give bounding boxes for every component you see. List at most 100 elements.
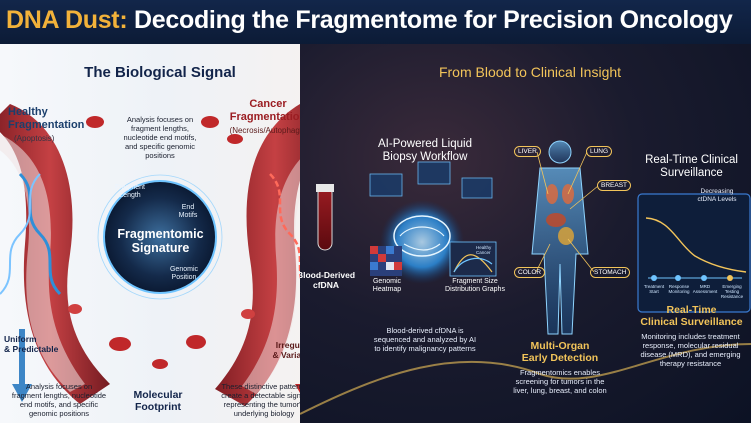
fragment-length-label: Fragment Length [105, 184, 155, 200]
timeline-line: Treatment [643, 284, 665, 289]
circle-label-line: Genomic [169, 266, 198, 273]
distinctive-line: representing the tumor's [223, 400, 305, 409]
irregular-line: & Variable [272, 350, 314, 360]
human-body-figure [531, 140, 589, 335]
title-prefix: DNA Dust: [6, 6, 128, 34]
vessel-illustration [0, 104, 325, 406]
workflow-desc-line: to identify malignancy patterns [374, 344, 476, 353]
multi-organ-description: Fragmentomics enables screening for tumo… [500, 368, 620, 395]
heatmap-label-line: Heatmap [372, 286, 402, 293]
ai-title-line: Biopsy Workflow [382, 151, 468, 163]
rt-title2-line: Clinical Surveillance [640, 316, 743, 328]
distinctive-text: These distinctive patterns create a dete… [205, 382, 323, 418]
irregular-line: Irregular [275, 340, 311, 350]
workflow-description: Blood-derived cfDNA is sequenced and ana… [340, 326, 510, 353]
rt-title-line: Surveillance [660, 167, 723, 179]
workflow-illustration [300, 140, 751, 415]
cancer-vessel-inner [242, 139, 325, 394]
distinctive-line: These distinctive patterns [221, 382, 307, 391]
clinical-insight-heading: From Blood to Clinical Insight [438, 64, 622, 80]
decreasing-ctdna-label: Decreasing ctDNA Levels [684, 188, 750, 204]
timeline-emerging-resistance: Emerging Testing Resistance [716, 284, 748, 299]
uniform-line: Uniform [4, 334, 37, 344]
heatmap-label: Genomic Heatmap [364, 278, 410, 294]
circle-label-line: End [181, 204, 195, 211]
decreasing-line: Decreasing [700, 188, 734, 195]
rt-surveillance-description: Monitoring includes treatment response, … [630, 332, 751, 368]
timeline-treatment-start: Treatment Start [640, 284, 668, 294]
timeline-line: Emerging [722, 284, 742, 289]
circle-label-line: Length [119, 192, 141, 199]
analysis-top-line: fragment lengths, [131, 124, 189, 133]
timeline-line: MRD [699, 284, 711, 289]
fragment-graphs-label: Fragment Size Distribution Graphs [436, 278, 514, 294]
organ-label-stomach: STOMACH [590, 267, 631, 278]
organ-label-color: COLOR [514, 267, 546, 278]
heatmap-label-line: Genomic [372, 278, 401, 285]
decreasing-line: ctDNA Levels [697, 196, 737, 203]
distinctive-line: underlying biology [233, 409, 295, 418]
cancer-title-line1: Cancer [249, 98, 287, 110]
rt-title2-line: Real-Time [666, 304, 717, 316]
distinctive-line: create a detectable signal [221, 391, 307, 400]
analysis-top-text: Analysis focuses on fragment lengths, nu… [95, 115, 225, 160]
rt-desc-line: disease (MRD), and emerging [640, 350, 741, 359]
ai-workflow-title: AI-Powered Liquid Biopsy Workflow [350, 138, 500, 164]
uniform-line: & Predictable [4, 344, 59, 354]
molecular-footprint-label: Molecular Footprint [118, 389, 198, 413]
rt-surveillance-title-2: Real-Time Clinical Surveillance [632, 304, 751, 328]
page-title: DNA Dust: Decoding the Fragmentome for P… [6, 6, 733, 35]
multi-desc-line: screening for tumors in the [515, 377, 605, 386]
cancer-title-line2: Fragmentation [229, 111, 307, 123]
legend-cancer: Cancer [476, 250, 491, 255]
circle-label-line: Fragment [115, 184, 145, 191]
timeline-line: Testing [724, 289, 740, 294]
circle-label-line: Position [171, 274, 197, 281]
timeline-mrd-assessment: MRD Assessment [690, 284, 720, 294]
cancer-sub: (Necrosis/Autophagy) [229, 126, 307, 135]
genomic-position-label: Genomic Position [160, 266, 208, 282]
healthy-title-line1: Healthy [8, 106, 48, 118]
molecular-line: Footprint [134, 401, 182, 413]
rt-desc-line: response, molecular residual [642, 341, 739, 350]
analysis-bottom-line: Analysis focuses on [25, 382, 93, 391]
multi-desc-line: Fragmentomics enables [519, 368, 601, 377]
workflow-desc-line: sequenced and analyzed by AI [373, 335, 477, 344]
signature-line: Signature [131, 241, 190, 255]
multi-organ-title: Multi-Organ Early Detection [510, 340, 610, 364]
analysis-top-line: and specific genomic [124, 142, 196, 151]
fragment-graphs-line: Distribution Graphs [445, 286, 505, 293]
analysis-bottom-line: genomic positions [28, 409, 90, 418]
healthy-sub: (Apoptosis) [14, 134, 55, 143]
biological-signal-heading: The Biological Signal [84, 64, 236, 81]
organ-label-liver: LIVER [514, 146, 541, 157]
multi-organ-line: Multi-Organ [530, 340, 590, 352]
analysis-top-line: positions [145, 151, 175, 160]
end-motifs-label: End Motifs [168, 204, 208, 220]
molecular-line: Molecular [133, 389, 183, 401]
blood-label-line: Blood-Derived [300, 270, 356, 280]
fragment-graphs-line: Fragment Size [452, 278, 498, 285]
title-rest: Decoding the Fragmentome for Precision O… [127, 6, 733, 34]
irregular-label: Irregular & Variable [264, 340, 322, 360]
rt-surveillance-title: Real-Time Clinical Surveillance [632, 154, 751, 180]
organ-label-lung: LUNG [586, 146, 613, 157]
timeline-line: Monitoring [668, 289, 690, 294]
multi-desc-line: liver, lung, breast, and colon [513, 386, 607, 395]
analysis-bottom-text: Analysis focuses on fragment lengths, nu… [0, 382, 118, 418]
blood-tube [317, 185, 333, 251]
fragmentomic-circle [103, 180, 217, 294]
analysis-top-line: nucleotide end motifs, [123, 133, 197, 142]
uniform-label: Uniform & Predictable [4, 334, 58, 354]
timeline-response-monitoring: Response Monitoring [664, 284, 694, 294]
healthy-title: Healthy Fragmentation [8, 106, 84, 132]
fragment-distribution-graph [449, 241, 497, 277]
rt-desc-line: Monitoring includes treatment [641, 332, 740, 341]
organ-label-breast: BREAST [597, 180, 632, 191]
timeline-line: Response [668, 284, 690, 289]
graph-legend: Healthy Cancer [476, 245, 491, 255]
timeline-line: Assessment [692, 289, 718, 294]
blood-label-line: cfDNA [313, 280, 339, 290]
title-bar: DNA Dust: Decoding the Fragmentome for P… [0, 0, 751, 44]
